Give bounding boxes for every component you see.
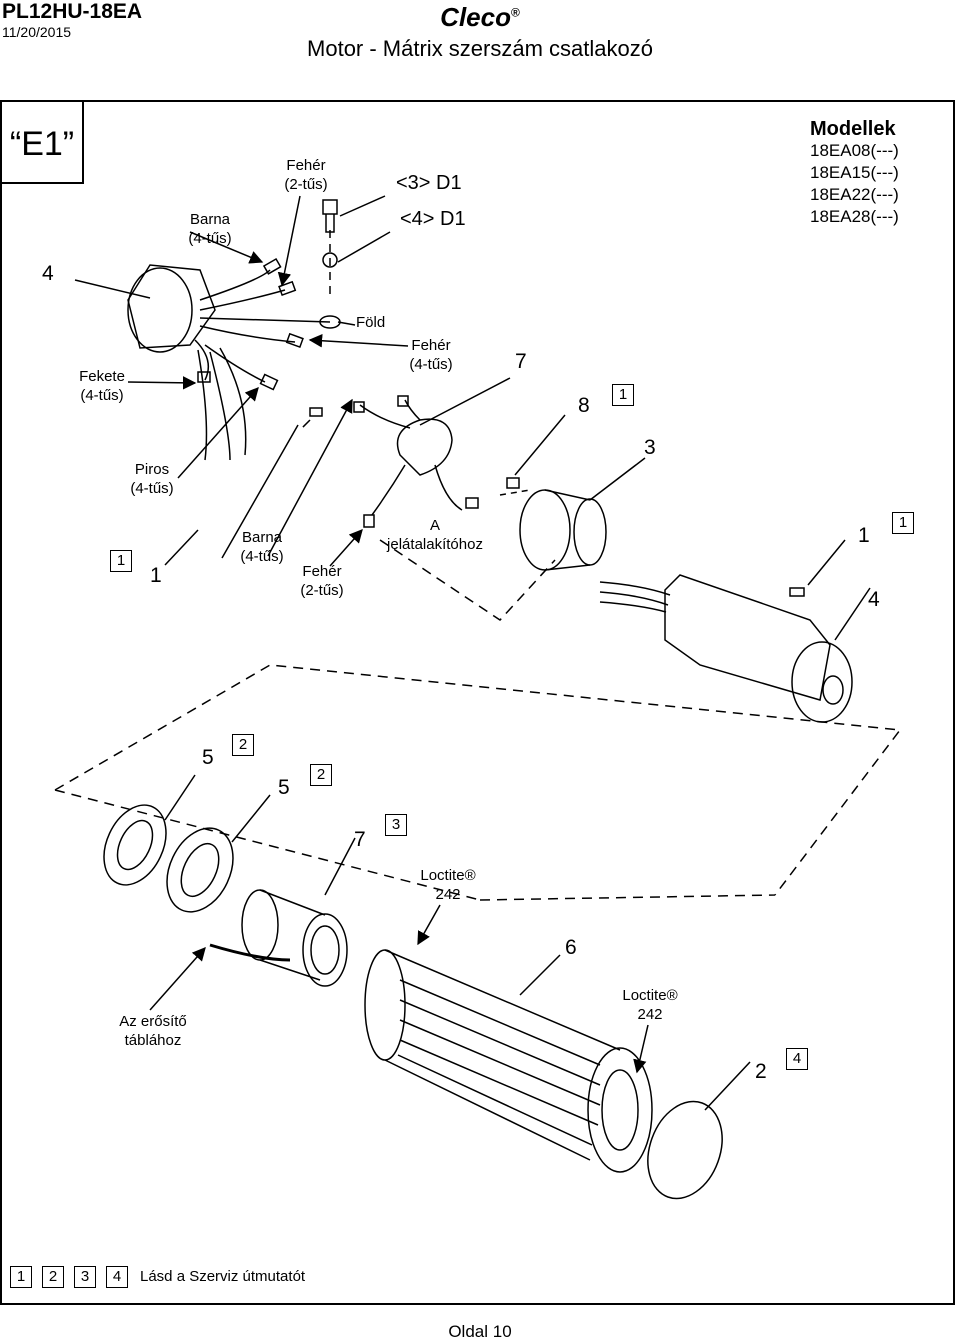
legend-box-4: 4 — [106, 1266, 128, 1288]
label-barna-4-top: Barna(4-tűs) — [188, 211, 232, 247]
callout-1-left: 1 — [150, 564, 162, 587]
sleeve — [519, 489, 607, 571]
model-item: 18EA22(---) — [810, 185, 899, 204]
coupling — [241, 889, 348, 987]
callout-5-b: 5 — [278, 776, 290, 799]
callout-5-a: 5 — [202, 746, 214, 769]
callout-2-bottom: 2 — [755, 1060, 767, 1083]
document-date: 11/20/2015 — [2, 24, 72, 40]
registered-mark: ® — [510, 5, 520, 20]
dashed-boundary-upper — [299, 419, 556, 621]
stator-assembly-top — [127, 258, 341, 461]
label-d1-4: <4> D1 — [400, 208, 466, 230]
retaining-ring — [647, 1100, 723, 1200]
callout-7-top: 7 — [515, 350, 527, 373]
sensor-board — [309, 395, 520, 528]
label-feher-4: Fehér(4-tűs) — [409, 337, 453, 373]
callout-7-mid: 7 — [354, 828, 366, 851]
service-box-2: 2 — [310, 764, 332, 786]
service-box-2: 2 — [232, 734, 254, 756]
models-list: Modellek 18EA08(---) 18EA15(---) 18EA22(… — [810, 118, 899, 228]
dashed-boundary-middle — [54, 664, 902, 901]
legend-box-3: 3 — [74, 1266, 96, 1288]
brand-name: Cleco — [440, 2, 511, 32]
service-box-3: 3 — [385, 814, 407, 836]
motor-body — [599, 574, 853, 723]
callout-4-right: 4 — [868, 588, 880, 611]
service-box-4: 4 — [786, 1048, 808, 1070]
service-box-1: 1 — [892, 512, 914, 534]
label-barna-4-bottom: Barna(4-tűs) — [240, 529, 284, 565]
d1-screw — [322, 199, 338, 268]
label-fekete-4: Fekete(4-tűs) — [79, 368, 125, 404]
stator — [364, 949, 653, 1173]
model-item: 18EA28(---) — [810, 207, 899, 226]
diagram-frame — [0, 100, 955, 1305]
label-loctite-2: Loctite®242 — [622, 987, 678, 1023]
page-title: Motor - Mátrix szerszám csatlakozó — [307, 36, 653, 61]
legend-box-2: 2 — [42, 1266, 64, 1288]
brand-logo: Cleco® — [0, 2, 960, 33]
model-item: 18EA15(---) — [810, 163, 899, 182]
service-box-1: 1 — [110, 550, 132, 572]
callout-4-top: 4 — [42, 262, 54, 285]
models-heading: Modellek — [810, 118, 896, 140]
callout-8: 8 — [578, 394, 590, 417]
label-piros-4: Piros(4-tűs) — [130, 461, 174, 497]
label-fold: Föld — [356, 314, 386, 331]
page-number: Oldal 10 — [448, 1322, 512, 1341]
washer-2 — [166, 827, 234, 913]
label-loctite-1: Loctite®242 — [420, 867, 476, 903]
service-box-1: 1 — [612, 384, 634, 406]
legend-text: Lásd a Szerviz útmutatót — [140, 1268, 306, 1285]
washer-1 — [103, 804, 167, 886]
section-label: “E1” — [0, 100, 84, 184]
dashed-screw-line — [499, 489, 531, 496]
label-feher-2-bottom: Fehér(2-tűs) — [300, 563, 344, 599]
document-id: PL12HU-18EA — [2, 0, 143, 23]
model-item: 18EA08(---) — [810, 141, 899, 160]
callout-3: 3 — [644, 436, 656, 459]
label-feher-2-top: Fehér(2-tűs) — [284, 157, 328, 193]
leader-lines — [74, 195, 871, 1111]
callout-6: 6 — [565, 936, 577, 959]
amplifier-wire — [209, 943, 291, 962]
label-d1-3: <3> D1 — [396, 172, 462, 194]
callout-1-right: 1 — [858, 524, 870, 547]
legend-box-1: 1 — [10, 1266, 32, 1288]
